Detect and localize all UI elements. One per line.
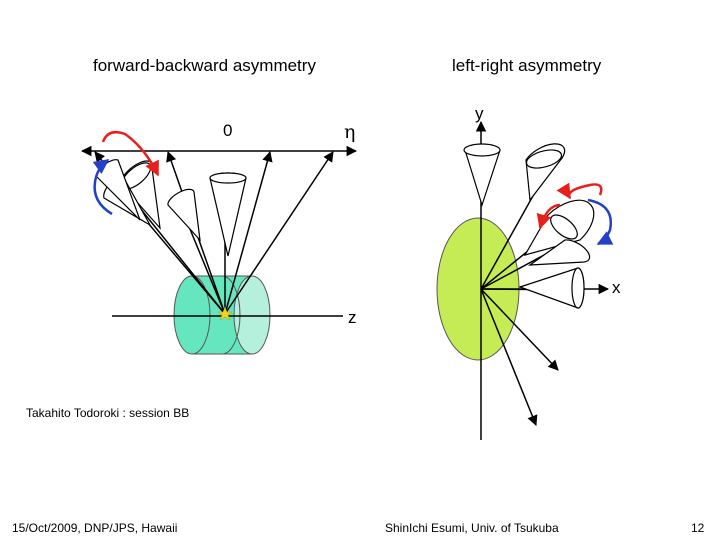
left-right-title: left-right asymmetry	[452, 56, 602, 75]
jet-cones-right	[463, 143, 595, 309]
session-note: Takahito Todoroki : session BB	[26, 406, 190, 420]
axis-label-x: x	[612, 278, 621, 297]
blue-arc-right	[587, 198, 614, 246]
red-arc-right	[556, 182, 603, 200]
blue-arc-left	[92, 158, 113, 216]
footer-conference: 15/Oct/2009, DNP/JPS, Hawaii	[12, 521, 178, 535]
red-arc-right-lower	[536, 203, 561, 230]
forward-backward-title: forward-backward asymmetry	[93, 56, 316, 75]
axis-label-zero: 0	[223, 121, 233, 140]
axis-label-y: y	[475, 104, 484, 123]
red-arc-left	[101, 131, 160, 177]
axis-label-eta: η	[344, 121, 356, 143]
axis-label-z: z	[348, 308, 357, 327]
interaction-point-star	[217, 306, 233, 321]
page-number: 12	[691, 521, 705, 535]
right-panel	[436, 120, 614, 440]
footer-author: ShinIchi Esumi, Univ. of Tsukuba	[385, 521, 559, 535]
jet-cones-left	[95, 159, 247, 257]
left-panel	[80, 131, 358, 355]
